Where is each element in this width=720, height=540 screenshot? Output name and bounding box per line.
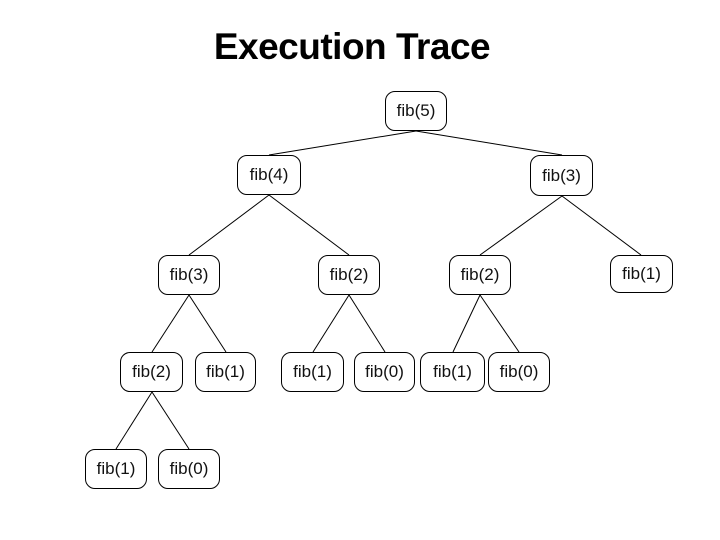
tree-edge-fib2a-fib0a — [348, 294, 386, 353]
tree-edge-fib2b-fib1d — [452, 294, 481, 353]
tree-edge-fib3r-fib1a — [561, 195, 642, 256]
tree-edge-fib3l-fib2c — [151, 294, 190, 353]
tree-node-fib4: fib(4) — [237, 155, 301, 195]
slide-title: Execution Trace — [213, 26, 491, 67]
tree-edge-fib2c-fib0c — [151, 391, 190, 450]
tree-edge-fib2a-fib1c — [312, 294, 350, 353]
tree-node-fib0-a: fib(0) — [354, 352, 415, 392]
tree-edge-fib4-fib3l — [188, 194, 270, 256]
tree-node-fib3-left: fib(3) — [158, 255, 220, 295]
tree-node-fib0-b: fib(0) — [488, 352, 550, 392]
tree-node-fib0-c: fib(0) — [158, 449, 220, 489]
tree-node-fib2-a: fib(2) — [318, 255, 380, 295]
tree-node-fib2-c: fib(2) — [120, 352, 183, 392]
tree-edge-fib3r-fib2b — [479, 195, 563, 256]
tree-edge-fib2b-fib0b — [479, 294, 520, 353]
tree-node-fib1-c: fib(1) — [281, 352, 344, 392]
tree-node-fib1-d: fib(1) — [420, 352, 485, 392]
tree-node-fib1-a: fib(1) — [610, 255, 673, 293]
tree-edge-fib2c-fib1e — [115, 391, 153, 450]
tree-node-fib5: fib(5) — [385, 91, 447, 131]
tree-edge-fib4-fib2a — [268, 194, 350, 256]
tree-node-fib2-b: fib(2) — [449, 255, 511, 295]
tree-edge-fib5-fib3r — [415, 130, 563, 156]
tree-node-fib1-e: fib(1) — [85, 449, 147, 489]
tree-edge-fib5-fib4 — [268, 130, 417, 156]
tree-edge-fib3l-fib1b — [188, 294, 227, 353]
tree-node-fib1-b: fib(1) — [195, 352, 256, 392]
tree-node-fib3-right: fib(3) — [530, 155, 593, 196]
